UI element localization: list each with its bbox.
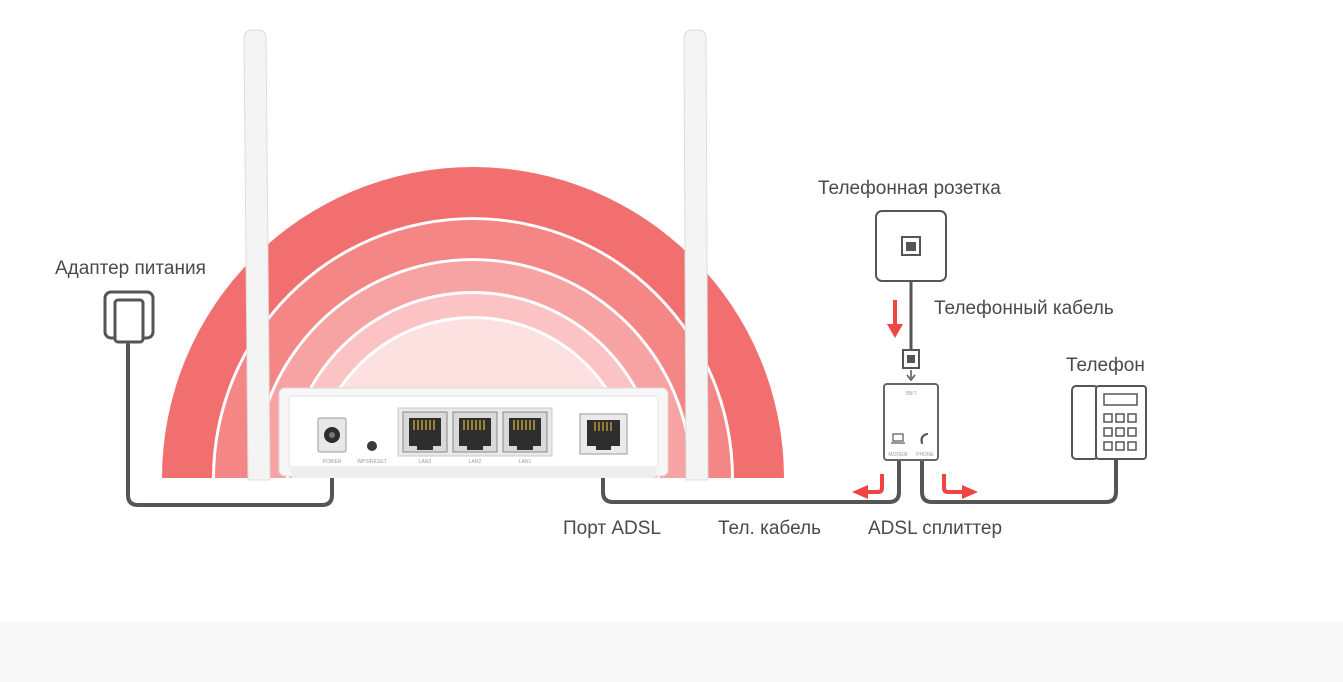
splitter-label-phone: PHONE bbox=[916, 452, 934, 458]
splitter-label-modem: MODEM bbox=[888, 452, 907, 458]
antenna-left bbox=[243, 29, 271, 481]
port-label-lan2: LAN2 bbox=[469, 459, 482, 465]
telephone-icon bbox=[1071, 385, 1147, 460]
power-cable bbox=[126, 343, 334, 507]
lan1-port bbox=[502, 411, 548, 453]
footer-band bbox=[0, 622, 1343, 682]
direction-arrows bbox=[852, 300, 978, 499]
label-phone-jack: Телефонная розетка bbox=[818, 178, 1001, 199]
modem-glyph bbox=[892, 433, 904, 442]
handset-glyph bbox=[920, 432, 929, 445]
arrow-right-icon bbox=[942, 474, 978, 499]
power-adapter-icon bbox=[103, 290, 155, 344]
antenna-right bbox=[683, 29, 709, 481]
connection-diagram: POWER WPS/RESET LAN3 LAN2 bbox=[55, 29, 1147, 539]
adsl-splitter-icon: LINE MODEM PHONE bbox=[883, 383, 939, 461]
phone-jack-icon bbox=[875, 210, 947, 282]
label-adsl-splitter: ADSL сплиттер bbox=[868, 518, 1002, 539]
lan2-port bbox=[452, 411, 498, 453]
port-label-power: POWER bbox=[323, 459, 342, 465]
lan-ports: LAN3 LAN2 LAN1 bbox=[397, 407, 553, 465]
port-label-lan3: LAN3 bbox=[419, 459, 432, 465]
antennas bbox=[243, 29, 709, 481]
label-tel-cable: Тел. кабель bbox=[718, 518, 821, 539]
phone-out-cable bbox=[920, 456, 1118, 504]
label-phone-cable: Телефонный кабель bbox=[934, 298, 1114, 319]
adsl-port bbox=[579, 413, 628, 455]
splitter-label-line: LINE bbox=[905, 389, 917, 395]
label-power-adapter: Адаптер питания bbox=[55, 258, 206, 279]
arrow-left-icon bbox=[852, 474, 884, 499]
wps-reset-button bbox=[367, 441, 377, 451]
label-adsl-port: Порт ADSL bbox=[563, 518, 661, 539]
rj11-connector-icon bbox=[902, 349, 920, 382]
label-phone: Телефон bbox=[1066, 355, 1145, 376]
adsl-cable bbox=[601, 450, 901, 504]
arrow-down-icon bbox=[887, 300, 903, 338]
port-label-lan1: LAN1 bbox=[519, 459, 532, 465]
router: POWER WPS/RESET LAN3 LAN2 bbox=[278, 387, 669, 478]
lan3-port bbox=[402, 411, 448, 453]
port-label-wps-reset: WPS/RESET bbox=[357, 459, 386, 465]
router-base bbox=[291, 466, 656, 478]
